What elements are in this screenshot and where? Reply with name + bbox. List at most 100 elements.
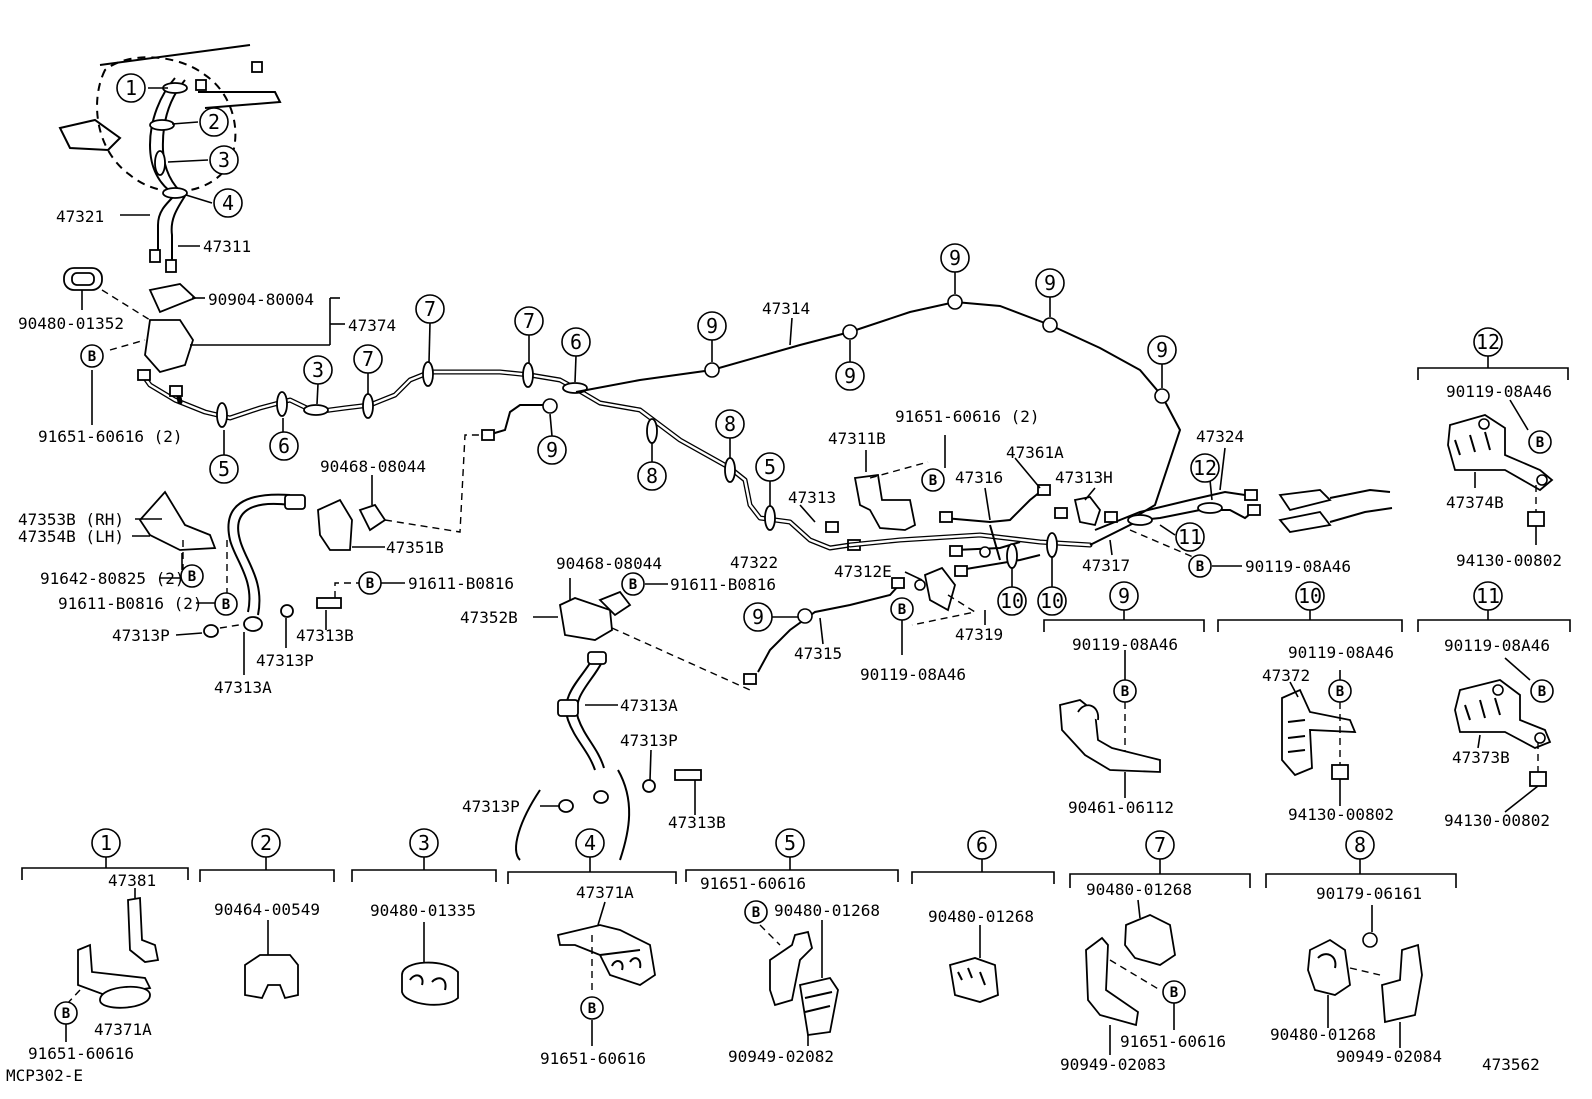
label-47322: 47322 bbox=[730, 553, 778, 572]
bolt-mark-k: B bbox=[1530, 679, 1554, 703]
bottom-group-2 bbox=[199, 857, 335, 1000]
label-90119-08a46-b: 90119-08A46 bbox=[860, 665, 966, 684]
svg-text:3: 3 bbox=[312, 358, 324, 382]
label-94130-00802-b: 94130-00802 bbox=[1444, 811, 1550, 830]
callout-6a: 6 bbox=[269, 431, 299, 461]
label-47324: 47324 bbox=[1196, 427, 1244, 446]
label-47371a-a: 47371A bbox=[94, 1020, 152, 1039]
svg-text:11: 11 bbox=[1178, 525, 1202, 549]
bolt-mark-n: B bbox=[580, 996, 604, 1020]
label-47319: 47319 bbox=[955, 625, 1003, 644]
label-90119-08a46-f: 90119-08A46 bbox=[1446, 382, 1552, 401]
svg-text:B: B bbox=[1538, 684, 1546, 700]
bracket-47351b bbox=[317, 434, 484, 551]
svg-text:9: 9 bbox=[546, 438, 558, 462]
svg-text:7: 7 bbox=[523, 309, 535, 333]
svg-text:B: B bbox=[222, 597, 230, 613]
label-90480-01268-a: 90480-01268 bbox=[774, 901, 880, 920]
callout-9a: 9 bbox=[697, 311, 727, 341]
label-47373b: 47373B bbox=[1452, 748, 1510, 767]
label-47313a-a: 47313A bbox=[214, 678, 272, 697]
label-47371a-b: 47371A bbox=[576, 883, 634, 902]
label-90468-08044-a: 90468-08044 bbox=[320, 457, 426, 476]
label-91611-b0816-2: 91611-B0816 (2) bbox=[58, 594, 203, 613]
group-11-bracket bbox=[1417, 610, 1571, 813]
label-47313b-a: 47313B bbox=[296, 626, 354, 645]
svg-text:B: B bbox=[898, 602, 906, 618]
callout-g11: 11 bbox=[1473, 581, 1503, 611]
svg-text:5: 5 bbox=[218, 457, 230, 481]
svg-text:5: 5 bbox=[784, 831, 796, 855]
bolt-mark-c: B bbox=[214, 592, 238, 616]
svg-text:7: 7 bbox=[362, 347, 374, 371]
callout-g8: 8 bbox=[1345, 830, 1375, 860]
svg-text:B: B bbox=[588, 1001, 596, 1017]
label-47313p-c: 47313P bbox=[620, 731, 678, 750]
label-90119-08a46-a: 90119-08A46 bbox=[1245, 557, 1351, 576]
svg-text:6: 6 bbox=[278, 434, 290, 458]
callout-8a: 8 bbox=[637, 461, 667, 491]
bolt-mark-o: B bbox=[744, 900, 768, 924]
label-47313p-b: 47313P bbox=[256, 651, 314, 670]
pipe-callout-leaders bbox=[223, 272, 1163, 506]
svg-text:6: 6 bbox=[976, 833, 988, 857]
callout-11a: 11 bbox=[1175, 522, 1205, 552]
bolt-mark-b: B bbox=[180, 564, 204, 588]
label-47381: 47381 bbox=[108, 871, 156, 890]
callout-7c: 7 bbox=[514, 306, 544, 336]
pipe-47314 bbox=[481, 294, 1182, 521]
callout-9d: 9 bbox=[940, 243, 970, 273]
svg-text:B: B bbox=[1336, 684, 1344, 700]
label-47353b-rh: 47353B (RH) bbox=[18, 510, 124, 529]
label-90461-06112: 90461-06112 bbox=[1068, 798, 1174, 817]
label-47311: 47311 bbox=[203, 237, 251, 256]
svg-text:9: 9 bbox=[752, 605, 764, 629]
svg-text:12: 12 bbox=[1193, 456, 1217, 480]
label-91651-60616-d: 91651-60616 bbox=[540, 1049, 646, 1068]
label-91611-b0816-b: 91611-B0816 bbox=[670, 575, 776, 594]
bolt-mark-h: B bbox=[890, 597, 914, 621]
callout-3b: 3 bbox=[303, 355, 333, 385]
label-diagram-code: 473562 bbox=[1482, 1055, 1540, 1074]
label-91651-60616-c: 91651-60616 bbox=[28, 1044, 134, 1063]
svg-text:10: 10 bbox=[1298, 584, 1322, 608]
label-47313h: 47313H bbox=[1055, 468, 1113, 487]
callout-8b: 8 bbox=[715, 409, 745, 439]
label-47354b-lh: 47354B (LH) bbox=[18, 527, 124, 546]
label-91611-b0816-a: 91611-B0816 bbox=[408, 574, 514, 593]
bolt-mark-m: B bbox=[54, 1001, 78, 1025]
label-91651-60616-2a: 91651-60616 (2) bbox=[38, 427, 183, 446]
label-90119-08a46-c: 90119-08A46 bbox=[1072, 635, 1178, 654]
svg-text:1: 1 bbox=[100, 831, 112, 855]
bolt-mark-d: B bbox=[358, 571, 382, 595]
label-90119-08a46-e: 90119-08A46 bbox=[1444, 636, 1550, 655]
label-90480-01352: 90480-01352 bbox=[18, 314, 124, 333]
svg-text:9: 9 bbox=[1118, 584, 1130, 608]
svg-text:12: 12 bbox=[1476, 330, 1500, 354]
label-90119-08a46-d: 90119-08A46 bbox=[1288, 643, 1394, 662]
callout-7b: 7 bbox=[415, 294, 445, 324]
svg-text:10: 10 bbox=[1040, 589, 1064, 613]
label-90904-80004: 90904-80004 bbox=[208, 290, 314, 309]
label-47351b: 47351B bbox=[386, 538, 444, 557]
label-90949-02084: 90949-02084 bbox=[1336, 1047, 1442, 1066]
label-47311b: 47311B bbox=[828, 429, 886, 448]
svg-text:8: 8 bbox=[1354, 833, 1366, 857]
bolt-mark-l: B bbox=[1528, 430, 1552, 454]
label-47374: 47374 bbox=[348, 316, 396, 335]
callout-g2: 2 bbox=[251, 828, 281, 858]
callout-g9: 9 bbox=[1109, 581, 1139, 611]
svg-text:B: B bbox=[752, 905, 760, 921]
label-90949-02083: 90949-02083 bbox=[1060, 1055, 1166, 1074]
callout-1: 1 bbox=[116, 73, 146, 103]
label-91642-80825: 91642-80825 (2) bbox=[40, 569, 185, 588]
svg-text:B: B bbox=[1170, 985, 1178, 1001]
svg-text:2: 2 bbox=[208, 110, 220, 134]
svg-text:B: B bbox=[188, 569, 196, 585]
label-47312e: 47312E bbox=[834, 562, 892, 581]
svg-text:10: 10 bbox=[1000, 589, 1024, 613]
callout-g12: 12 bbox=[1473, 327, 1503, 357]
callout-9g: 9 bbox=[743, 602, 773, 632]
svg-text:1: 1 bbox=[125, 76, 137, 100]
label-47314: 47314 bbox=[762, 299, 810, 318]
